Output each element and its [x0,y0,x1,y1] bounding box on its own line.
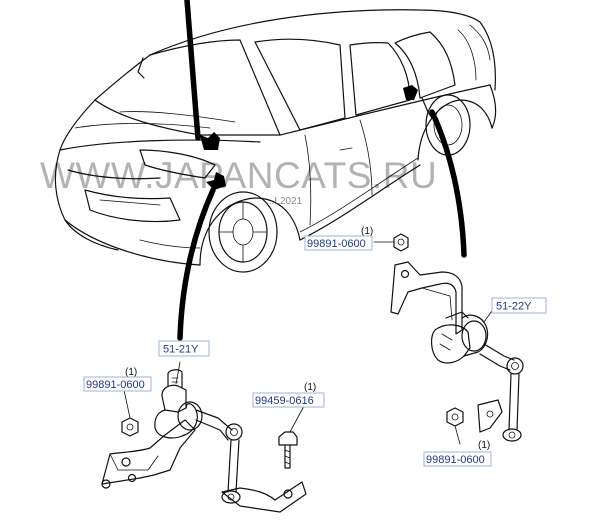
sensor-rear-code[interactable]: 51-22Y [496,301,532,313]
bolt-front-code-box [252,392,325,408]
bolt-front-code[interactable]: 99459-0616 [255,395,314,407]
sensor-front-code[interactable]: 51-21Y [163,344,199,356]
nut-rear-lower-code-box [423,451,492,467]
car-illustration [54,9,497,273]
callout-leaders [123,241,495,445]
sensor-rear-code-box [491,297,547,314]
leader-lines [177,0,467,341]
nut-front-code[interactable]: 99891-0600 [86,379,145,391]
rear-height-sensor [390,233,524,442]
nut-rear-upper-qty: (1) [361,226,373,237]
nut-rear-upper-code-box [304,235,373,251]
watermark-text: WWW.JAPANCATS.RU [40,155,437,196]
nut-front-qty: (1) [125,367,137,378]
front-height-sensor [101,369,307,513]
date-stamp: ...L2021 [266,196,303,207]
sensor-front-code-box [158,340,210,357]
nut-rear-upper-code[interactable]: 99891-0600 [307,238,366,250]
bolt-front-qty: (1) [304,382,316,393]
nut-rear-lower-code[interactable]: 99891-0600 [426,454,485,466]
nut-front-code-box [83,376,152,392]
nut-rear-lower-qty: (1) [478,440,490,451]
